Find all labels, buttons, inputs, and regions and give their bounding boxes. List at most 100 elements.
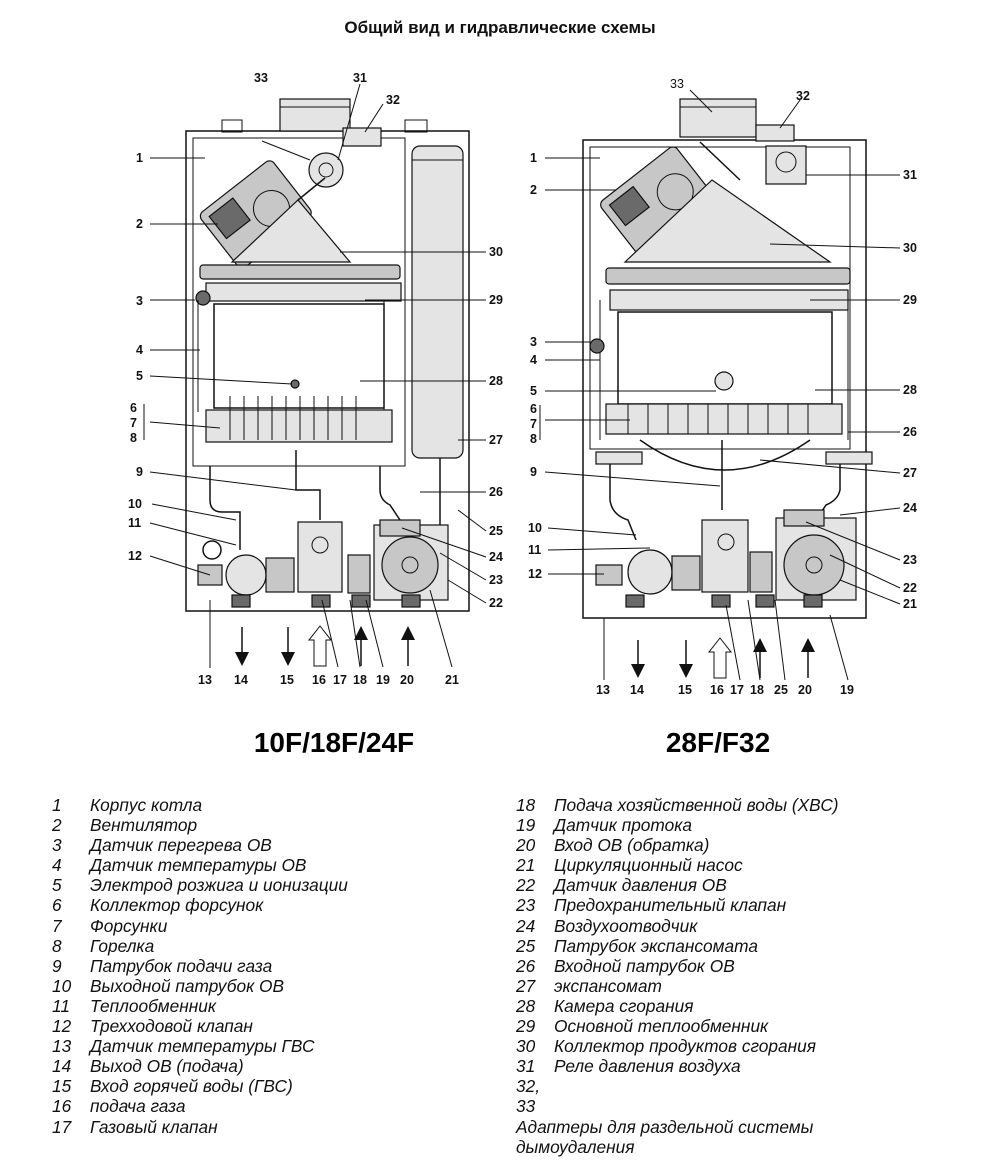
svg-text:2: 2: [530, 183, 537, 197]
legend-item-text: Циркуляционный насос: [554, 855, 743, 876]
legend-item-text: Камера сгорания: [554, 995, 694, 1016]
svg-text:27: 27: [903, 466, 917, 480]
svg-text:26: 26: [903, 425, 917, 439]
right-flue-adapter-33: [679, 98, 757, 138]
legend-item-number: 25: [516, 935, 536, 956]
legend-item-number: 16: [52, 1096, 72, 1117]
svg-text:8: 8: [530, 432, 537, 446]
legend-item-number: 4: [52, 855, 62, 876]
svg-text:21: 21: [903, 597, 917, 611]
legend-item-text: Вентилятор: [90, 815, 198, 836]
legend-item-number: 21: [516, 855, 536, 876]
left-gas-valve: [297, 521, 343, 593]
svg-text:3: 3: [136, 294, 143, 308]
svg-text:11: 11: [128, 516, 141, 530]
svg-text:33: 33: [254, 71, 268, 85]
svg-text:19: 19: [376, 673, 390, 687]
legend-item-number: 29: [516, 1016, 536, 1037]
right-callout-labels: 33 32 1 31 2 30 29 3 4 5 28 6 7 8 26 9 2…: [528, 77, 917, 697]
right-overheat-sensor: [589, 338, 605, 354]
legend-item-text: Коллектор форсунок: [90, 895, 264, 916]
legend-item-number: 27: [516, 975, 536, 996]
legend-item-number: 12: [52, 1016, 72, 1037]
legend-item-number: 32, 33: [516, 1076, 541, 1117]
svg-text:16: 16: [312, 673, 326, 687]
svg-text:9: 9: [530, 465, 537, 479]
svg-text:27: 27: [489, 433, 503, 447]
svg-text:13: 13: [596, 683, 610, 697]
svg-text:10: 10: [528, 521, 542, 535]
svg-text:29: 29: [903, 293, 917, 307]
legend-item-text: Выходной патрубок ОВ: [90, 975, 285, 996]
legend-item-text: Предохранительный клапан: [554, 895, 787, 916]
left-fan: [199, 160, 312, 269]
left-overheat-sensor: [195, 290, 211, 306]
svg-text:7: 7: [530, 417, 537, 431]
right-dhw-exchanger: [627, 549, 673, 595]
svg-text:1: 1: [530, 151, 537, 165]
svg-text:4: 4: [530, 353, 537, 367]
left-adapter-32: [342, 127, 382, 147]
svg-text:32: 32: [796, 89, 810, 103]
left-gas-pipe: [295, 450, 321, 520]
svg-text:24: 24: [903, 501, 917, 515]
right-expansion-vessel: [639, 439, 811, 471]
legend-item: 4 Датчик температуры ОВ: [52, 855, 348, 875]
svg-text:13: 13: [198, 673, 212, 687]
legend-item-number: 3: [52, 835, 62, 856]
legend-item-text: Подача хозяйственной воды (ХВС): [554, 795, 839, 815]
svg-text:19: 19: [840, 683, 854, 697]
svg-text:32: 32: [386, 93, 400, 107]
right-ignition-electrode: [714, 371, 734, 391]
legend-item-text: Выход ОВ (подача): [90, 1056, 244, 1077]
legend-item-number: 19: [516, 815, 536, 836]
legend-item-text: Датчик температуры ОВ: [90, 855, 307, 876]
svg-text:17: 17: [333, 673, 347, 687]
legend-item-text: Горелка: [90, 935, 155, 956]
legend-item-text: Датчик температуры ГВС: [90, 1036, 315, 1057]
right-burner: [605, 403, 843, 435]
left-dhw-exchanger: [225, 554, 267, 596]
legend-item-text: Газовый клапан: [90, 1116, 218, 1137]
legend-item-text: Входной патрубок ОВ: [554, 955, 735, 976]
legend-item-number: 28: [516, 995, 536, 1016]
svg-text:15: 15: [678, 683, 692, 697]
svg-text:29: 29: [489, 293, 503, 307]
right-flow-sensor: [749, 551, 773, 593]
legend-item: 13 Датчик температуры ГВС: [52, 1036, 348, 1056]
right-pipe-outlet: [609, 464, 637, 541]
page-title: Общий вид и гидравлические схемы: [344, 18, 656, 37]
legend-item-text: Электрод розжига и ионизации: [90, 875, 348, 896]
svg-text:25: 25: [489, 524, 503, 538]
right-flow-arrows: [631, 637, 815, 679]
left-flue-collector: [230, 199, 352, 263]
diagram-left: 33 31 32 1 2 30 3 29 4 5 28 6 7 8 27 9 2…: [128, 71, 503, 758]
model-label-right: 28F/F32: [666, 727, 770, 758]
svg-text:28: 28: [489, 374, 503, 388]
svg-text:16: 16: [710, 683, 724, 697]
left-main-heat-exchanger: [205, 282, 402, 302]
right-adapter-32: [755, 124, 795, 142]
svg-text:6: 6: [130, 401, 137, 415]
right-flue-collector: [623, 179, 832, 263]
svg-text:21: 21: [445, 673, 459, 687]
legend-item-number: 13: [52, 1036, 72, 1057]
svg-text:30: 30: [903, 241, 917, 255]
legend-item-number: 18: [516, 795, 536, 815]
right-three-way-valve: [595, 564, 623, 586]
